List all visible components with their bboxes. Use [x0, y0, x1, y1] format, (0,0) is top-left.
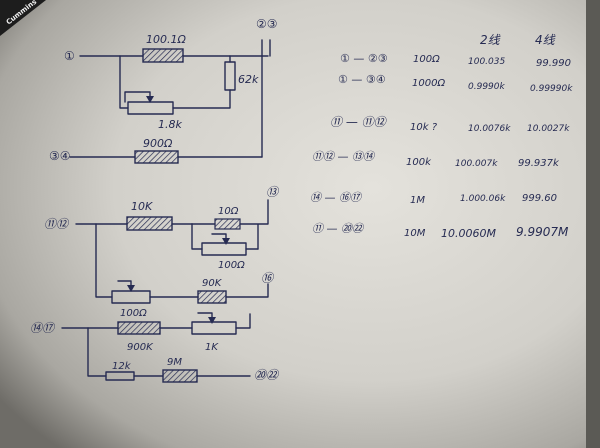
table-row: ⑪⑫ — ⑬⑭ 100k 100.007k 99.937k	[312, 150, 560, 169]
wire	[95, 223, 269, 298]
resistor-label: 100Ω	[218, 260, 245, 271]
wire	[87, 327, 251, 377]
column-header-two-wire: 2线	[480, 33, 501, 47]
resistor	[162, 369, 198, 383]
circuit-3: ⑭⑰ ⑳㉒ 900K 1K 12k 9M	[30, 312, 280, 383]
table-row: ① — ②③ 100Ω 100.035 99.990	[340, 52, 571, 69]
node-label: ⑯	[261, 271, 275, 285]
row-nodes: ① — ②③	[340, 52, 388, 65]
row-two-wire: 100.007k	[455, 159, 498, 169]
row-value: 10k ?	[410, 122, 438, 133]
arrow-head	[208, 317, 216, 324]
resistor	[214, 218, 241, 230]
resistor	[126, 216, 173, 231]
resistor-label: 10Ω	[218, 206, 239, 217]
node-label: ③④	[49, 149, 71, 163]
paper-right-edge	[586, 0, 600, 448]
wire	[191, 199, 269, 250]
row-two-wire: 0.9990k	[468, 82, 505, 92]
row-two-wire: 10.0060M	[441, 227, 496, 240]
node-label: ①	[64, 49, 75, 63]
column-header-four-wire: 4线	[535, 33, 556, 47]
table-row: ⑪ — ⑳㉒ 10M 10.0060M 9.9907M	[312, 222, 569, 240]
row-value: 10M	[404, 228, 426, 239]
resistor-label: 900K	[127, 342, 154, 353]
row-nodes: ① — ③④	[338, 73, 386, 86]
resistor-label: 9M	[167, 357, 182, 368]
arrow-head	[146, 96, 154, 103]
circuit-1: ① ②③ ③④ 100.1Ω 62k 1.8k 900Ω	[49, 17, 278, 164]
arrow-head	[222, 238, 230, 245]
resistor-label: 100.1Ω	[146, 33, 186, 46]
resistor-label: 100Ω	[120, 308, 147, 319]
resistor	[117, 321, 161, 335]
measurement-table: 2线 4线 ① — ②③ 100Ω 100.035 99.990 ① — ③④ …	[310, 33, 573, 240]
resistor-label: 1.8k	[158, 118, 182, 131]
table-row: ⑪ — ⑪⑫ 10k ? 10.0076k 10.0027k	[330, 115, 570, 134]
potentiometer	[201, 242, 247, 256]
row-two-wire: 100.035	[468, 57, 505, 67]
resistor-label: 900Ω	[143, 137, 173, 150]
table-row: ⑭ — ⑯⑰ 1M 1.000.06k 999.60	[310, 191, 557, 206]
row-nodes: ⑪ — ⑪⑫	[330, 115, 388, 129]
row-two-wire: 1.000.06k	[460, 194, 506, 204]
row-value: 100k	[406, 157, 432, 168]
wire	[191, 223, 259, 250]
resistor	[134, 150, 179, 164]
row-value: 1M	[410, 195, 425, 206]
row-four-wire: 999.60	[522, 193, 557, 204]
resistor	[224, 61, 236, 91]
circuit-2: ⑪⑫ ⑬ ⑯ 10K 10Ω 100Ω 100Ω 90K	[44, 185, 280, 319]
arrow-head	[127, 285, 135, 292]
wire	[172, 55, 231, 109]
node-label: ②③	[256, 17, 278, 31]
resistor-label: 10K	[131, 200, 153, 213]
row-four-wire: 99.990	[536, 58, 571, 69]
row-four-wire: 10.0027k	[527, 124, 570, 134]
row-value: 100Ω	[413, 54, 440, 65]
row-two-wire: 10.0076k	[468, 124, 511, 134]
resistor-label: 1K	[205, 342, 219, 353]
row-four-wire: 99.937k	[518, 158, 560, 169]
node-label: ⑳㉒	[254, 368, 280, 382]
resistor-label: 62k	[238, 73, 259, 86]
node-label: ⑭⑰	[30, 321, 56, 335]
node-label: ⑬	[266, 185, 280, 199]
resistor	[105, 371, 135, 381]
resistor	[142, 48, 184, 63]
row-four-wire: 0.99990k	[530, 84, 573, 94]
row-four-wire: 9.9907M	[516, 225, 569, 239]
wire	[61, 313, 251, 329]
potentiometer	[191, 321, 237, 335]
resistor-label: 12k	[112, 361, 132, 372]
row-nodes: ⑪ — ⑳㉒	[312, 222, 365, 235]
node-label: ⑪⑫	[44, 217, 70, 231]
row-value: 1000Ω	[412, 78, 445, 89]
resistor-label: 90K	[202, 278, 223, 289]
wire	[119, 55, 129, 109]
row-nodes: ⑪⑫ — ⑬⑭	[312, 150, 376, 163]
resistor	[197, 290, 227, 304]
table-row: ① — ③④ 1000Ω 0.9990k 0.99990k	[338, 73, 573, 94]
row-nodes: ⑭ — ⑯⑰	[310, 191, 363, 204]
